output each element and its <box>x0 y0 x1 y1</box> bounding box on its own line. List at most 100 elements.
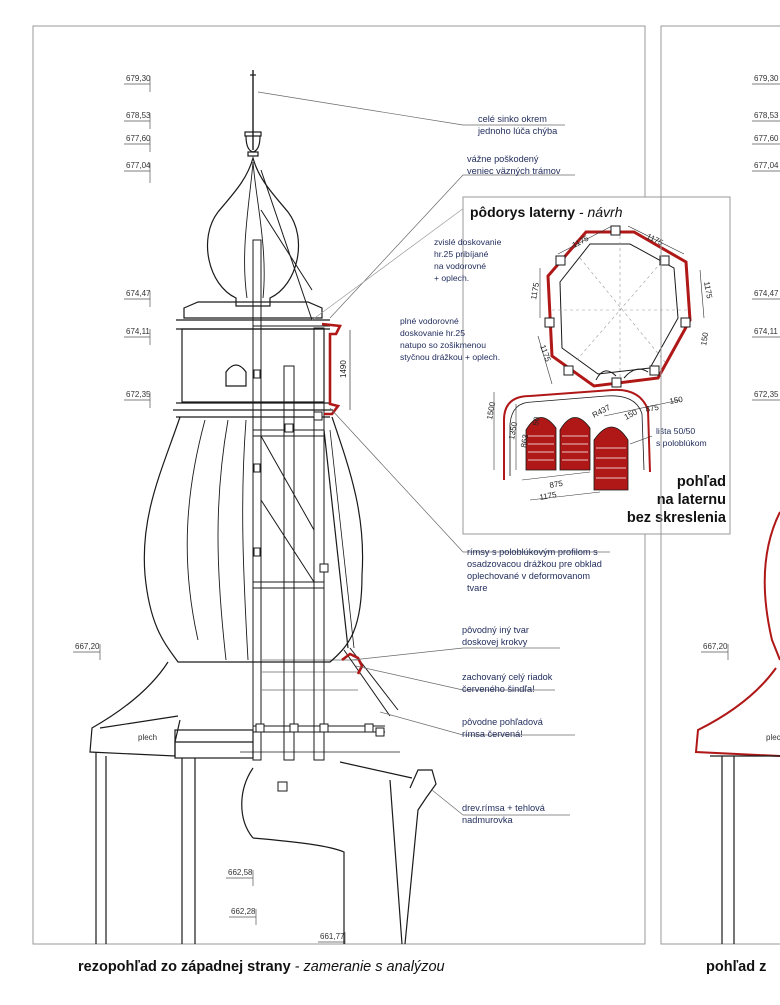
right-sheet: 679,30 678,53 677,60 677,04 674,47 674,1… <box>660 25 780 975</box>
dimension-label: 1175 <box>702 281 714 300</box>
inset-note-vertical: zvislé doskovanie hr.25 pribíjané na vod… <box>434 237 502 283</box>
dimension-label: 1175 <box>539 490 558 502</box>
svg-text:drev.rímsa + tehlová: drev.rímsa + tehlová <box>462 803 546 813</box>
svg-text:lišta 50/50: lišta 50/50 <box>656 426 695 436</box>
svg-text:osadzovacou drážkou pre obklad: osadzovacou drážkou pre obklad <box>467 559 602 569</box>
svg-text:677,04: 677,04 <box>754 161 779 170</box>
level-marker: 678,53 <box>124 111 151 129</box>
svg-text:pôvodne pohľadová: pôvodne pohľadová <box>462 717 544 727</box>
lantern-plan-inset: pôdorys laterny - návrh zvislé doskovani… <box>400 196 731 535</box>
svg-text:veniec väzných trámov: veniec väzných trámov <box>467 166 561 176</box>
material-label: plech <box>138 733 157 742</box>
dimension-label: 1175 <box>529 281 541 300</box>
level-marker: 677,60 <box>752 134 780 145</box>
svg-text:tvare: tvare <box>467 583 487 593</box>
level-label: 667,20 <box>75 642 100 651</box>
right-sheet-frame <box>660 25 780 945</box>
level-label: 662,58 <box>228 868 253 877</box>
level-marker: 677,60 <box>124 134 151 152</box>
svg-text:667,20: 667,20 <box>703 642 728 651</box>
svg-text:oplechované v deformovanom: oplechované v deformovanom <box>467 571 590 581</box>
level-label: 674,47 <box>126 289 151 298</box>
leader-lines <box>257 91 610 816</box>
svg-text:jednoho lúča chýba: jednoho lúča chýba <box>477 126 558 136</box>
svg-text:677,60: 677,60 <box>754 134 779 143</box>
svg-text:celé sinko okrem: celé sinko okrem <box>478 114 547 124</box>
svg-text:zvislé doskovanie: zvislé doskovanie <box>434 237 502 247</box>
level-marker: 662,58 <box>226 868 254 886</box>
level-label: 679,30 <box>126 74 151 83</box>
svg-text:678,53: 678,53 <box>754 111 779 120</box>
dimension-1490: 1490 <box>339 330 351 410</box>
svg-text:zachovaný celý riadok: zachovaný celý riadok <box>462 672 553 682</box>
svg-text:s poloblúkom: s poloblúkom <box>656 438 707 448</box>
left-sheet: 679,30 678,53 677,60 677,04 674,47 674,1… <box>32 25 731 975</box>
svg-text:natupo so zošikmenou: natupo so zošikmenou <box>400 340 486 350</box>
level-marker: 661,77 <box>318 932 346 944</box>
level-label: 661,77 <box>320 932 345 941</box>
svg-text:styčnou drážkou + oplech.: styčnou drážkou + oplech. <box>400 352 500 362</box>
octagon-plan <box>544 225 692 388</box>
dimension-label: 863 <box>519 433 530 448</box>
right-caption: pohľad z <box>706 959 766 975</box>
annotation-cornice-red: pôvodne pohľadová rímsa červená! <box>462 717 544 739</box>
svg-text:doskovanie hr.25: doskovanie hr.25 <box>400 328 465 338</box>
right-cupola-red <box>694 511 780 757</box>
level-label: 678,53 <box>126 111 151 120</box>
left-caption: rezopohľad zo západnej strany - zamerani… <box>78 959 445 975</box>
inset-title: pôdorys laterny - návrh <box>470 204 623 220</box>
svg-text:672,35: 672,35 <box>754 390 779 399</box>
level-marker: 674,11 <box>752 327 780 338</box>
svg-text:hr.25 pribíjané: hr.25 pribíjané <box>434 249 489 259</box>
annotation-damaged-ring: vážne poškodený veniec väzných trámov <box>467 154 561 176</box>
level-label: 677,04 <box>126 161 151 170</box>
level-marker: 674,47 <box>124 289 151 307</box>
annotation-wall: drev.rímsa + tehlová nadmurovka <box>462 803 546 825</box>
level-label: 677,60 <box>126 134 151 143</box>
annotation-rafter: pôvodný iný tvar doskovej krokvy <box>462 625 529 647</box>
svg-text:679,30: 679,30 <box>754 74 779 83</box>
material-label: plech <box>766 733 780 742</box>
svg-text:doskovej krokvy: doskovej krokvy <box>462 637 528 647</box>
red-highlights <box>321 322 364 675</box>
svg-text:plné vodorovné: plné vodorovné <box>400 316 459 326</box>
svg-text:674,11: 674,11 <box>754 327 778 336</box>
dimension-label: 1500 <box>485 401 497 421</box>
right-cupola-ink <box>710 755 780 944</box>
annotation-shingle: zachovaný celý riadok červeného šindľa! <box>462 672 553 694</box>
svg-text:pôvodný iný tvar: pôvodný iný tvar <box>462 625 529 635</box>
level-marker: 674,11 <box>124 327 150 345</box>
svg-text:674,47: 674,47 <box>754 289 779 298</box>
svg-text:bez skreslenia: bez skreslenia <box>627 510 727 526</box>
svg-text:na vodorovné: na vodorovné <box>434 261 486 271</box>
level-label: 662,28 <box>231 907 256 916</box>
svg-text:na laternu: na laternu <box>657 492 726 508</box>
dimension-label: 1490 <box>339 360 348 378</box>
inset-note-horizontal: plné vodorovné doskovanie hr.25 natupo s… <box>400 316 500 362</box>
svg-text:nadmurovka: nadmurovka <box>462 815 513 825</box>
dimension-label: 875 <box>549 479 564 490</box>
level-label: 674,11 <box>126 327 150 336</box>
dimension-label: 150 <box>699 331 710 346</box>
timber-structure <box>240 169 400 792</box>
louver-elevation <box>493 388 681 501</box>
svg-text:rímsy s poloblúkovým profilom: rímsy s poloblúkovým profilom s <box>467 547 598 557</box>
level-marker: 674,47 <box>752 289 780 300</box>
svg-text:pohľad: pohľad <box>677 474 726 490</box>
level-label: 672,35 <box>126 390 151 399</box>
annotation-cornices: rímsy s poloblúkovým profilom s osadzova… <box>467 547 602 593</box>
svg-text:vážne poškodený: vážne poškodený <box>467 154 539 164</box>
level-marker: 672,35 <box>124 390 151 408</box>
level-marker: 667,20 <box>701 642 729 660</box>
lista-note: lišta 50/50 s poloblúkom <box>629 426 707 448</box>
dimension-label: 50 <box>531 415 542 426</box>
view-label: pohľad na laternu bez skreslenia <box>627 474 727 526</box>
level-marker: 667,20 <box>73 642 101 660</box>
level-marker: 677,04 <box>124 161 151 183</box>
svg-text:červeného šindľa!: červeného šindľa! <box>462 684 535 694</box>
annotation-spire: celé sinko okrem jednoho lúča chýba <box>477 114 558 136</box>
level-marker: 679,30 <box>124 74 151 92</box>
octagon-dims <box>537 225 705 385</box>
